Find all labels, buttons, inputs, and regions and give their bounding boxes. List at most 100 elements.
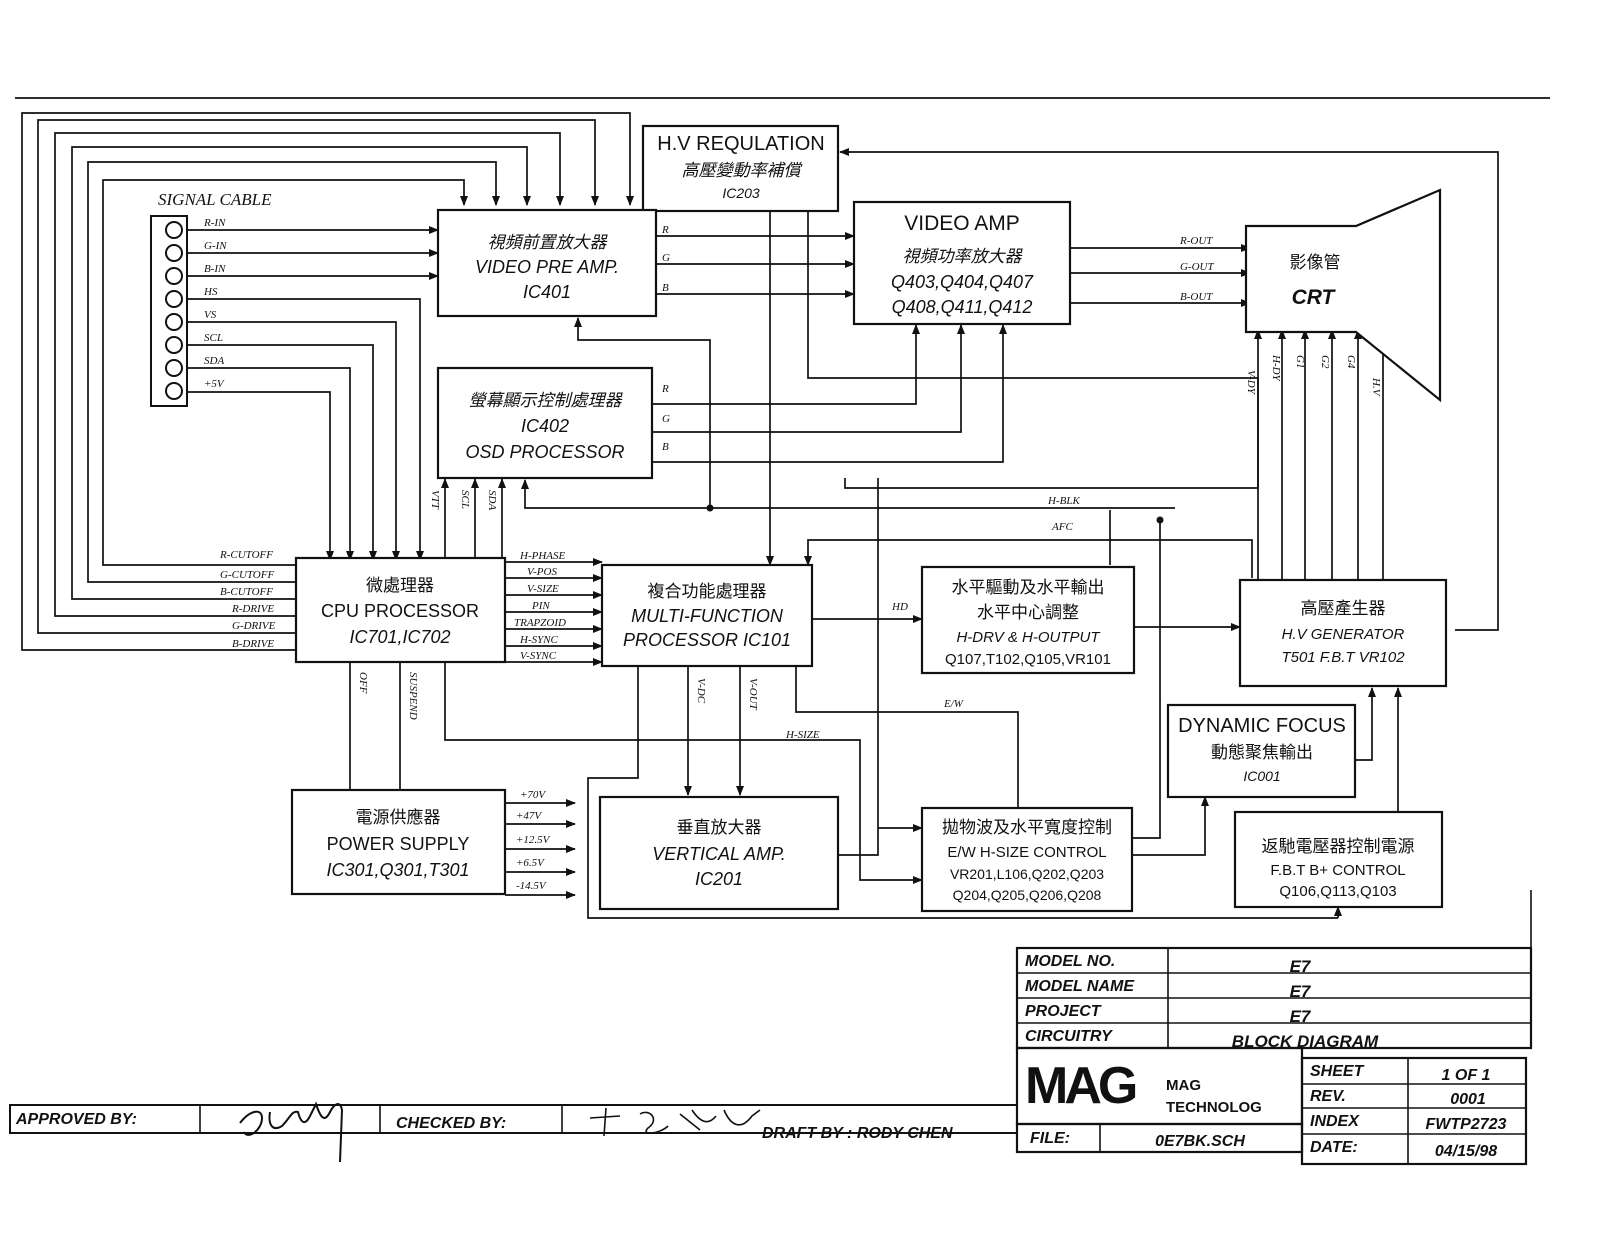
osd-title: OSD PROCESSOR (465, 442, 624, 462)
cpu-ic: IC701,IC702 (349, 627, 450, 647)
pre-b-label: B (662, 282, 669, 294)
trapzoid-label: TRAPZOID (514, 617, 566, 629)
crt-title: CRT (1292, 286, 1337, 309)
b-out-label: B-OUT (1180, 291, 1213, 303)
mag-logo: MAG (1025, 1057, 1136, 1115)
block-h-drive: 水平驅動及水平輸出 水平中心調整 H-DRV & H-OUTPUT Q107,T… (920, 565, 1136, 675)
tb-model-name-value: E7 (1290, 982, 1312, 1001)
cable-pin (165, 290, 183, 308)
hdrv-parts: Q107,T102,Q105,VR101 (945, 651, 1111, 668)
crt-in-vdy: V-DY (1245, 370, 1257, 396)
tb-circuitry-value: BLOCK DIAGRAM (1232, 1032, 1379, 1051)
tb-project-label: PROJECT (1025, 1003, 1102, 1020)
tb-index-label: INDEX (1310, 1113, 1360, 1130)
cable-pin-label: VS (204, 309, 217, 321)
hvgen-cn: 高壓產生器 (1301, 599, 1386, 618)
wire-layer (21, 112, 1499, 919)
cable-pin (165, 336, 183, 354)
tb-company-2: TECHNOLOG (1166, 1099, 1262, 1116)
hv-reg-title: H.V REQULATION (657, 133, 824, 155)
block-dynamic-focus: DYNAMIC FOCUS 動態聚焦輸出 IC001 (1166, 703, 1357, 799)
tb-file-label: FILE: (1030, 1130, 1070, 1147)
video-amp-q2: Q408,Q411,Q412 (892, 297, 1033, 317)
osd-b-label: B (662, 441, 669, 453)
ew-label: E/W (943, 698, 964, 710)
block-vertical-amp: 垂直放大器 VERTICAL AMP. IC201 (598, 795, 840, 911)
crt-in-g1: G1 (1294, 355, 1306, 368)
osd-cn: 螢幕顯示控制處理器 (469, 391, 624, 410)
power-cn: 電源供應器 (356, 807, 441, 827)
p70-label: +70V (520, 789, 546, 801)
pre-amp-cn: 視頻前置放大器 (488, 233, 609, 252)
title-block: MODEL NO. E7 MODEL NAME E7 PROJECT E7 CI… (1015, 890, 1533, 1166)
video-amp-q1: Q403,Q404,Q407 (891, 272, 1034, 292)
block-crt: 影像管 CRT (1244, 188, 1442, 403)
mfp-ic: PROCESSOR IC101 (623, 630, 791, 650)
mfp-title: MULTI-FUNCTION (631, 606, 784, 626)
block-hv-generator: 高壓產生器 H.V GENERATOR T501 F.B.T VR102 (1238, 578, 1448, 688)
osd-ic: IC402 (521, 416, 569, 436)
hvgen-parts: T501 F.B.T VR102 (1281, 649, 1405, 666)
cable-pin-label: SDA (204, 355, 224, 367)
pre-g-label: G (662, 252, 670, 264)
vamp-cn: 垂直放大器 (677, 818, 762, 837)
crt-in-g2: G2 (1319, 355, 1331, 369)
v-out-label: V-OUT (747, 678, 759, 711)
hv-reg-ic: IC203 (722, 185, 760, 201)
r-out-label: R-OUT (1179, 235, 1213, 247)
cable-pin-label: G-IN (204, 240, 227, 252)
tb-rev-value: 0001 (1450, 1091, 1486, 1108)
afc-label: AFC (1051, 521, 1073, 533)
fbt-parts: Q106,Q113,Q103 (1279, 883, 1396, 900)
cable-pin-label: HS (203, 286, 218, 298)
hd-label: HD (891, 601, 908, 613)
sda-label: SDA (486, 490, 498, 510)
crt-in-hdy: H-DY (1270, 354, 1282, 383)
v-sync-label: V-SYNC (520, 650, 557, 662)
block-fbt-control: 返馳電壓器控制電源 F.B.T B+ CONTROL Q106,Q113,Q10… (1233, 810, 1444, 909)
scl-label: SCL (459, 490, 471, 509)
suspend-label: SUSPEND (407, 672, 419, 720)
tb-index-value: FWTP2723 (1426, 1116, 1507, 1133)
signoff-row: APPROVED BY: CHECKED BY: DRAFT BY : RODY… (9, 1101, 1018, 1163)
video-amp-title: VIDEO AMP (904, 212, 1020, 235)
cable-pin (165, 221, 183, 239)
h-sync-label: H-SYNC (519, 634, 559, 646)
tb-model-no-label: MODEL NO. (1025, 953, 1115, 970)
focus-ic: IC001 (1243, 768, 1280, 784)
v-size-label: V-SIZE (527, 583, 559, 595)
ew-parts2: Q204,Q205,Q206,Q208 (953, 887, 1102, 903)
h-size-label: H-SIZE (785, 729, 820, 741)
focus-cn: 動態聚焦輸出 (1211, 743, 1313, 762)
p125-label: +12.5V (516, 834, 551, 846)
cable-pin (165, 267, 183, 285)
g-out-label: G-OUT (1180, 261, 1214, 273)
block-video-pre-amp: 視頻前置放大器 VIDEO PRE AMP. IC401 (436, 208, 658, 318)
cable-pin-label: R-IN (203, 217, 226, 229)
pin-label: PIN (531, 600, 550, 612)
ew-parts1: VR201,L106,Q202,Q203 (950, 866, 1104, 882)
vamp-ic: IC201 (695, 869, 743, 889)
block-ew-control: 拋物波及水平寬度控制 E/W H-SIZE CONTROL VR201,L106… (920, 806, 1134, 913)
osd-r-label: R (661, 383, 669, 395)
crt-in-hv: H.V (1370, 377, 1382, 397)
signal-cable-title: SIGNAL CABLE (158, 190, 272, 209)
g-cutoff-label: G-CUTOFF (220, 569, 274, 581)
tb-circuitry-label: CIRCUITRY (1025, 1028, 1113, 1045)
n145-label: -14.5V (516, 880, 547, 892)
tb-model-no-value: E7 (1290, 957, 1312, 976)
checked-by-label: CHECKED BY: (396, 1115, 506, 1132)
p47-label: +47V (516, 810, 542, 822)
tb-sheet-value: 1 OF 1 (1442, 1067, 1491, 1084)
cable-pin-label: SCL (204, 332, 223, 344)
hdrv-title: H-DRV & H-OUTPUT (956, 629, 1101, 646)
hv-reg-cn: 高壓變動率補償 (682, 161, 804, 180)
off-label: OFF (357, 672, 369, 694)
video-amp-cn: 視頻功率放大器 (903, 247, 1024, 266)
osd-g-label: G (662, 413, 670, 425)
block-multi-function: 複合功能處理器 MULTI-FUNCTION PROCESSOR IC101 (600, 563, 814, 668)
block-video-amp: VIDEO AMP 視頻功率放大器 Q403,Q404,Q407 Q408,Q4… (852, 200, 1072, 326)
b-cutoff-label: B-CUTOFF (220, 586, 273, 598)
